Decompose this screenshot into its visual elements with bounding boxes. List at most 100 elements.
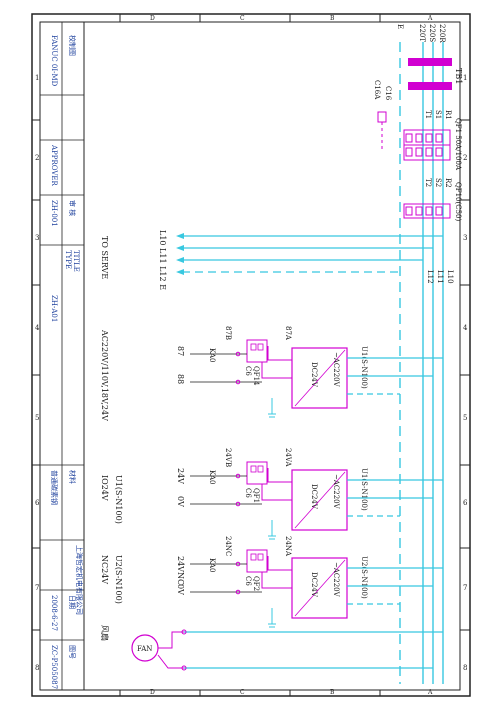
psu-node-1-2 (235, 473, 241, 479)
nc24-note: NC24V (100, 555, 109, 584)
bus-label-e: E (396, 24, 404, 29)
l10-label: L10 (446, 270, 454, 284)
psu-ka-label-3: KA0 (208, 558, 216, 572)
psu-v2-label-3: 0V (176, 584, 185, 595)
u1-note: U1(S-N100) (114, 475, 123, 524)
bus-label-220s: 220S (428, 24, 436, 42)
notes: TO SERVE AC220V/110V,18V,24V U1(S-N100) … (100, 236, 123, 641)
psu-name-3: U2(S-N100) (360, 556, 368, 599)
frame-num-r8: 8 (463, 664, 467, 672)
audit-label: 审 核 (68, 200, 77, 216)
psu-breaker-label-1: QF14 (252, 366, 260, 386)
drawing-label: 图号 (68, 645, 76, 659)
psu-ka-label-2: KA0 (208, 470, 216, 484)
frame-num-r3: 3 (463, 234, 467, 242)
title-label: TITLE (72, 250, 80, 272)
company-name: 上海哲宏机电有限公司 (75, 545, 84, 615)
psu-v2-label-1: 88 (176, 374, 185, 384)
qf10-t-label: T2 (424, 178, 432, 187)
frame-num-r1: 1 (463, 74, 467, 82)
feeder-arrows (176, 233, 184, 275)
psu-name-1: U1(S-N100) (360, 346, 368, 389)
psu-node-2-3 (235, 589, 241, 595)
psu-out-wire-a-2 (267, 468, 292, 483)
approver-label: APPROVER (50, 144, 58, 187)
psu-divider-1 (294, 349, 346, 407)
tb1-bar-2 (408, 82, 452, 90)
qf1-r-label: R1 (444, 110, 452, 120)
frame-num-r6: 6 (463, 499, 468, 507)
type-value: ZH-A01 (50, 295, 58, 322)
frame-letter-c-top: C (240, 15, 245, 22)
date-label: 日期 (68, 595, 76, 609)
frame-num-7: 7 (35, 584, 39, 592)
drawing-number: ZC-P505087 (50, 645, 58, 689)
psu-breaker-pole1-3 (250, 553, 257, 561)
check-name: FANUC 0I-MD (50, 35, 58, 87)
psu-rating-label-1: C6 (244, 366, 252, 376)
title-block-text: 校制图 FANUC 0I-MD APPROVER 审 核 ZH-001 TITL… (50, 35, 84, 689)
psu-breaker-pole1-1 (250, 343, 257, 351)
psu-breaker-label-2: QF1 (252, 488, 260, 503)
psu-divider-2 (294, 471, 346, 529)
frame-numbers-left: 1 2 3 4 5 6 7 8 (35, 74, 40, 672)
psu-out-wire-a-3 (267, 556, 292, 571)
code-1: ZH-001 (50, 200, 58, 227)
psu-out-wire-b-1 (261, 362, 292, 379)
psu-out-wire-b-2 (261, 484, 292, 501)
psu-out-2: DC24V (310, 484, 318, 510)
psu-b-label-1: 87B (224, 326, 232, 340)
material-value: 普通碳素钢 (50, 470, 59, 505)
frame-letter-a-bot: A (427, 689, 433, 696)
psu-node-2-2 (235, 501, 241, 507)
psu-out-1: DC24V (310, 362, 318, 388)
ac-spec-note: AC220V/110V,18V,24V (100, 329, 109, 421)
psu-node-2-1 (235, 379, 241, 385)
frame-num-r7: 7 (463, 584, 467, 592)
psu-breaker-3 (246, 549, 268, 573)
io24-note: IO24V (100, 475, 109, 501)
psu-v1-label-3: 24VNC (176, 556, 185, 585)
frame-num-3: 3 (35, 234, 39, 242)
frame-num-8: 8 (35, 664, 39, 672)
c16-labels: C16 C16A (373, 80, 392, 101)
frame-letter-a-top: A (427, 15, 433, 22)
qf10-r-label: R2 (444, 178, 452, 188)
feeder-lines (182, 235, 443, 273)
c16-component (377, 111, 387, 150)
psu-breaker-pole2-2 (257, 465, 264, 473)
fan-component: FAN (131, 629, 443, 671)
psu-a-label-2: 24VA (284, 448, 292, 467)
bus-label-220r: 220R (438, 24, 446, 43)
psu-breaker-pole1-2 (250, 465, 257, 473)
frame-num-5: 5 (35, 414, 39, 422)
fan-note: 风扇 (100, 625, 110, 641)
frame-letters: A B C D A B C D (150, 15, 433, 696)
qf1-label: QF1 50A/100A (454, 118, 462, 171)
u2-note: U2(S-N100) (114, 555, 123, 604)
frame-letter-d-top: D (150, 15, 155, 22)
qf10-label: QF10(C50) (454, 182, 462, 221)
qf1-labels: QF1 50A/100A R1 S1 T1 (424, 110, 462, 171)
frame-ticks (32, 14, 470, 696)
frame-num-2: 2 (35, 154, 39, 162)
type-label: TYPE (64, 250, 72, 269)
l11-label: L11 (436, 270, 444, 284)
qf1-s-label: S1 (434, 110, 442, 119)
bus-lines (399, 42, 444, 684)
psu-name-2: U1(S-N100) (360, 468, 368, 511)
psu-out-3: DC24V (310, 572, 318, 598)
c16a-label: C16A (373, 80, 381, 100)
psu-breaker-pole2-3 (257, 553, 264, 561)
tb1-label: TB1 (454, 68, 463, 84)
psu-a-label-1: 87A (284, 326, 292, 341)
frame-letter-c-bot: C (240, 689, 245, 696)
c16-label: C16 (384, 86, 392, 101)
psu-breaker-label-3: QF2 (252, 576, 260, 591)
qf10-labels: QF10(C50) R2 S2 T2 (424, 178, 462, 221)
fan-label: FAN (137, 645, 152, 653)
